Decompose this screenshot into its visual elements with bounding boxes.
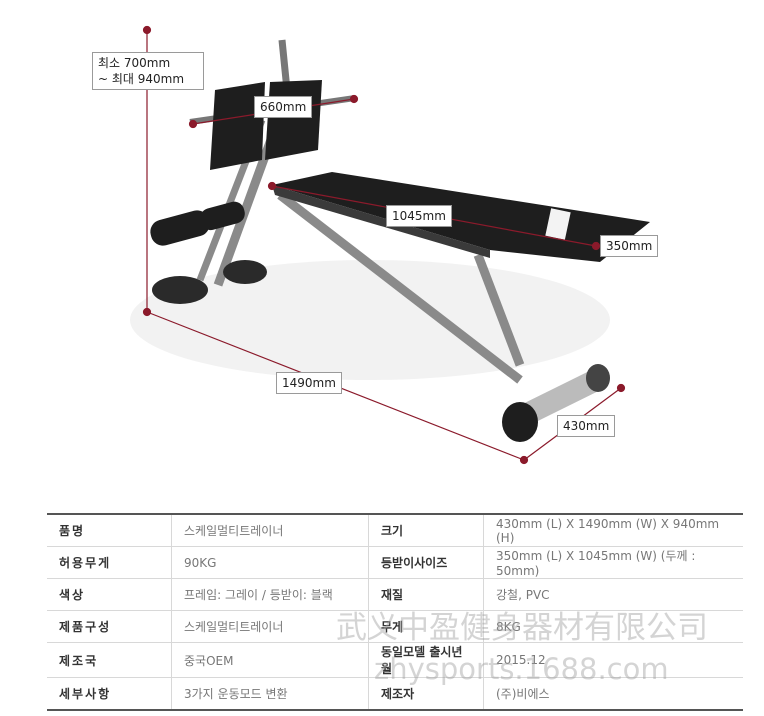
handle-width-label: 660mm	[254, 96, 313, 118]
spec-value: (주)비에스	[483, 677, 743, 711]
spec-key: 무게	[368, 610, 484, 643]
spec-key: 세부사항	[47, 677, 172, 711]
spec-value: 350mm (L) X 1045mm (W) (두께 : 50mm)	[483, 546, 743, 579]
spec-key: 등받이사이즈	[368, 546, 484, 579]
spec-key: 제조국	[47, 642, 172, 678]
spec-key: 제조자	[368, 677, 484, 711]
spec-key: 품명	[47, 513, 172, 547]
height-range-label: 최소 700mm ~ 최대 940mm	[92, 52, 204, 90]
spec-key: 제품구성	[47, 610, 172, 643]
spec-key: 재질	[368, 578, 484, 611]
spec-value: 2015.12	[483, 642, 743, 678]
product-diagram: 최소 700mm ~ 최대 940mm 660mm 1045mm 350mm 1…	[92, 25, 659, 465]
height-range-text: 최소 700mm ~ 최대 940mm	[98, 56, 185, 86]
spec-key: 크기	[368, 513, 484, 547]
spec-value: 강철, PVC	[483, 578, 743, 611]
spec-value: 90KG	[171, 546, 369, 579]
spec-value: 스케일멀티트레이너	[171, 513, 369, 547]
spec-key: 허용무게	[47, 546, 172, 579]
total-length-label: 1490mm	[276, 372, 342, 394]
back-pad	[210, 80, 650, 262]
spec-value: 스케일멀티트레이너	[171, 610, 369, 643]
spec-key: 색상	[47, 578, 172, 611]
backrest-width-label: 350mm	[600, 235, 659, 257]
brand-logo	[545, 208, 571, 240]
spec-value: 8KG	[483, 610, 743, 643]
backrest-length-label: 1045mm	[386, 205, 452, 227]
spec-value: 프레임: 그레이 / 등받이: 블랙	[171, 578, 369, 611]
spec-key: 동일모델 출시년월	[368, 642, 484, 678]
base-width-label: 430mm	[557, 415, 616, 437]
spec-value: 430mm (L) X 1490mm (W) X 940mm (H)	[483, 513, 743, 547]
spec-value: 3가지 운동모드 변환	[171, 677, 369, 711]
spec-value: 중국OEM	[171, 642, 369, 678]
